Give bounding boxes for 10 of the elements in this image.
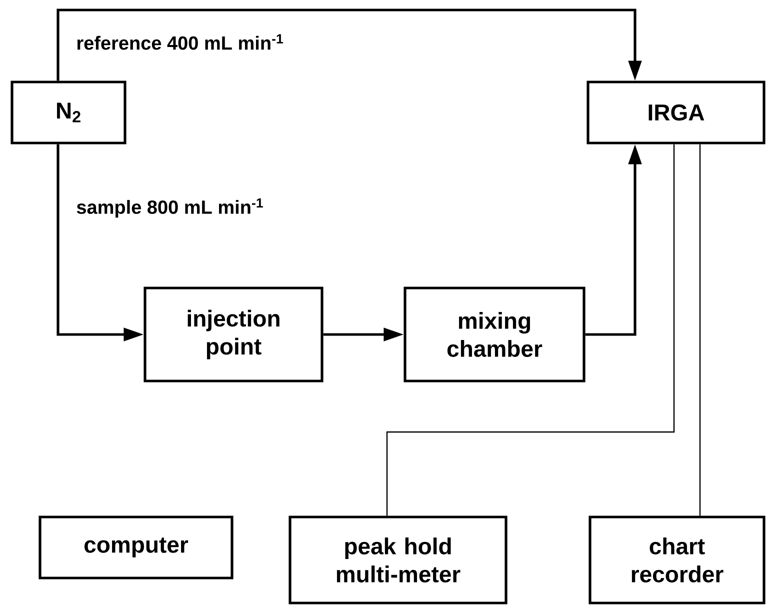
process-box: mixing chamber <box>404 286 586 382</box>
edge-label: reference 400 mL min$^{-1}$ <box>75 33 285 51</box>
process-box: chart recorder <box>588 516 766 604</box>
edge-label: sample 800 mL min$^{-1}$ <box>75 197 265 219</box>
process-box: peak hold multi-meter <box>288 516 508 604</box>
process-box: N$_{2}$ <box>10 80 126 144</box>
process-box: IRGA <box>586 80 766 144</box>
process-box: injection point <box>144 286 324 382</box>
arrow <box>56 8 642 81</box>
process-box: computer <box>38 516 234 580</box>
